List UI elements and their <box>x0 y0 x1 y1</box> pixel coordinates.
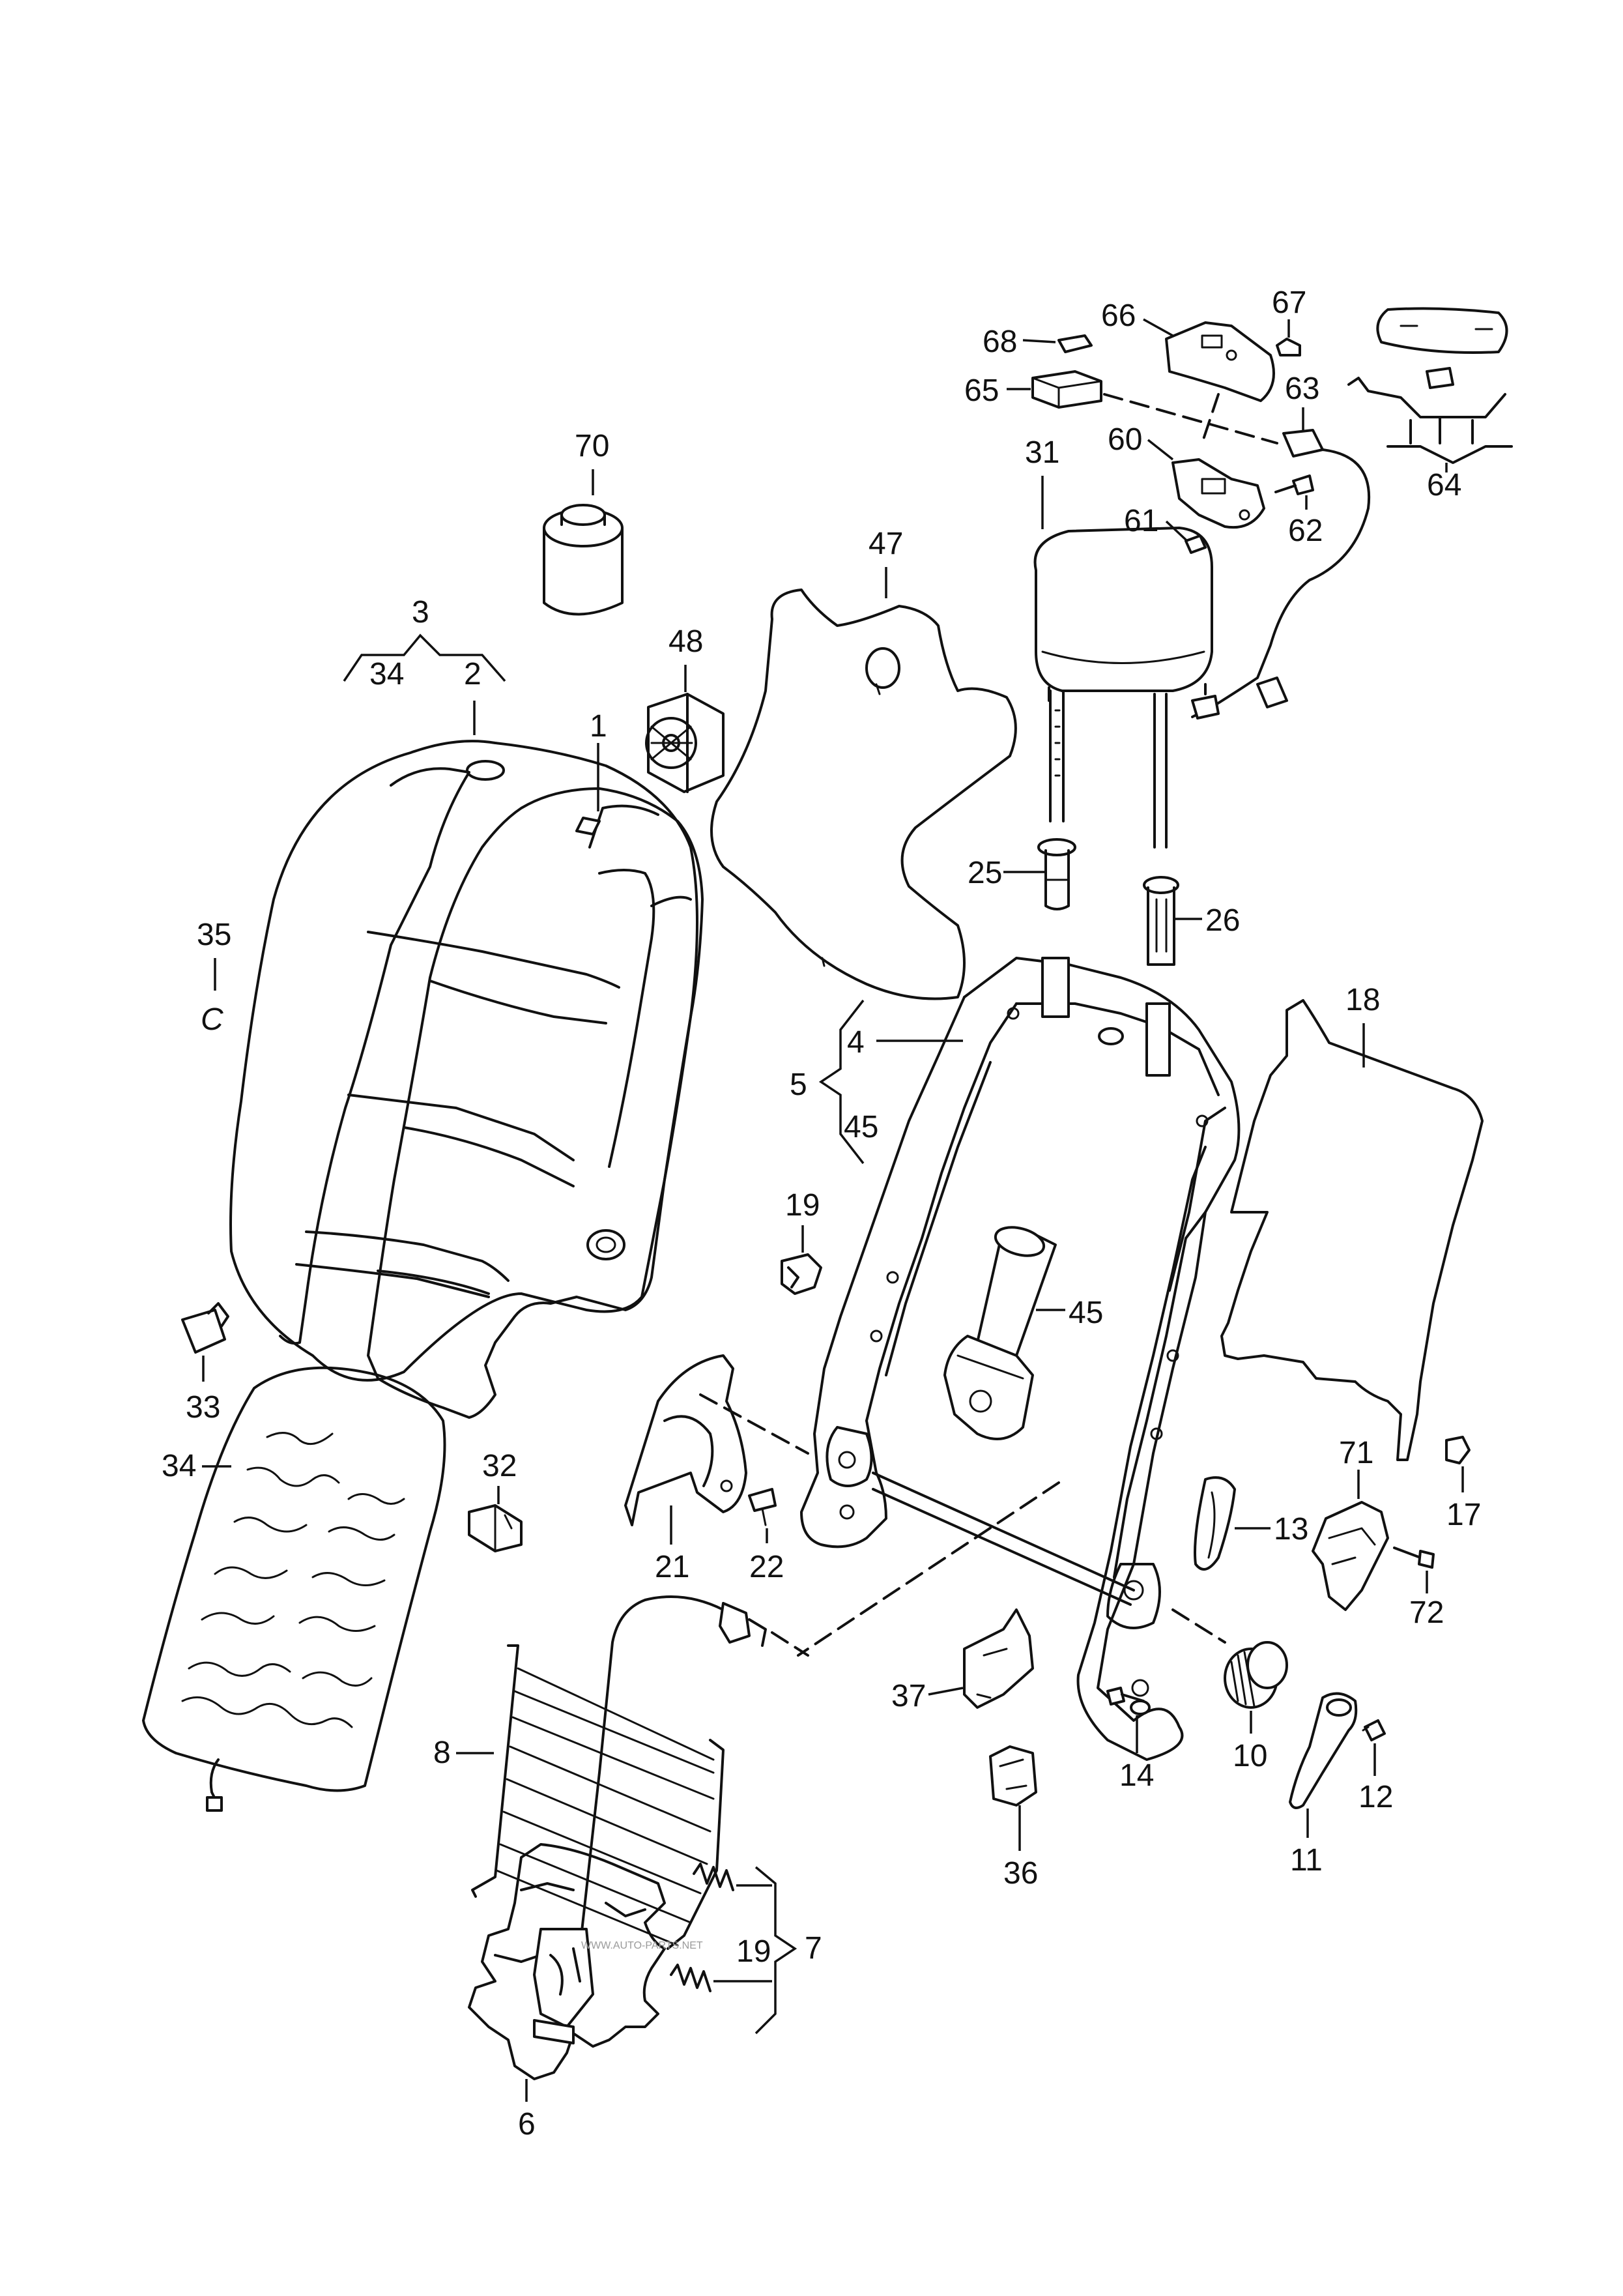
part-11-release-lever <box>1289 1692 1358 1838</box>
part-72-screw <box>1393 1547 1435 1593</box>
callout-18: 18 <box>1345 983 1380 1017</box>
callout-48: 48 <box>668 624 703 659</box>
part-61-screw <box>1165 520 1207 554</box>
part-19-springs <box>670 1863 772 1992</box>
callout-25: 25 <box>968 856 1002 890</box>
part-71-recliner-housing <box>1312 1470 1389 1611</box>
callout-26: 26 <box>1205 903 1240 938</box>
part-1-backrest-padding <box>367 743 704 1419</box>
callout-66: 66 <box>1101 298 1136 333</box>
callout-labels: 1 2 3 34 70 48 47 31 35 25 26 4 5 45 18 … <box>162 285 1481 2142</box>
part-5-group-bracket <box>818 999 963 1165</box>
callout-67: 67 <box>1272 285 1306 320</box>
callout-14: 14 <box>1119 1758 1154 1793</box>
part-62-screw <box>1274 474 1314 510</box>
part-21-side-trim <box>624 1354 747 1545</box>
callout-65: 65 <box>964 373 999 408</box>
part-19-clip-upper <box>781 1225 822 1295</box>
callout-45-motor: 45 <box>1069 1296 1103 1330</box>
callout-32: 32 <box>482 1449 517 1483</box>
part-31-headrest <box>1033 476 1213 849</box>
part-63-sensor-harness <box>1191 407 1371 719</box>
part-7-group-bracket <box>754 1866 797 2035</box>
part-3-group-bracket <box>343 633 506 682</box>
callout-34-top: 34 <box>369 657 404 691</box>
part-8-suspension-mat <box>456 1595 767 1950</box>
callout-22: 22 <box>749 1550 784 1584</box>
callout-3: 3 <box>412 595 429 630</box>
part-68-connector <box>1022 334 1093 353</box>
part-60-sensor-board <box>1147 439 1265 529</box>
part-45-motor <box>943 1226 1065 1440</box>
callout-1: 1 <box>590 709 607 744</box>
part-70-adhesive-container <box>543 469 624 616</box>
callout-47: 47 <box>869 527 903 561</box>
callout-21: 21 <box>655 1550 689 1584</box>
callout-45-group: 45 <box>844 1110 878 1144</box>
callout-6: 6 <box>518 2107 536 2142</box>
part-37-cover <box>928 1608 1034 1709</box>
part-47-foam-pad <box>710 567 1017 1000</box>
part-14-bolt <box>1106 1687 1151 1753</box>
part-26-headrest-guide <box>1143 876 1202 966</box>
callout-19-lower: 19 <box>736 1934 771 1969</box>
callout-64: 64 <box>1427 468 1461 502</box>
watermark-text: WWW.AUTO-PARTS.NET <box>581 1940 703 1951</box>
part-48-ventilation-fan <box>645 665 725 793</box>
part-13-lever-trim <box>1194 1476 1271 1571</box>
callout-70: 70 <box>575 429 609 463</box>
callout-5: 5 <box>790 1068 807 1102</box>
callout-2: 2 <box>464 657 481 691</box>
callout-7: 7 <box>805 1931 822 1966</box>
part-25-headrest-guide <box>1003 838 1076 910</box>
part-33-cap <box>181 1302 229 1382</box>
part-18-backrest-panel <box>1220 999 1484 1461</box>
callout-12: 12 <box>1358 1780 1393 1814</box>
callout-71: 71 <box>1339 1436 1373 1470</box>
callout-34: 34 <box>162 1449 196 1483</box>
callout-36: 36 <box>1003 1856 1038 1891</box>
callout-63: 63 <box>1285 371 1319 406</box>
part-64-cover-assembly <box>1347 307 1513 472</box>
part-66-bracket <box>1143 318 1275 402</box>
callout-4: 4 <box>847 1025 865 1060</box>
callout-37: 37 <box>891 1679 926 1713</box>
callout-31: 31 <box>1025 435 1059 470</box>
part-17-plug <box>1445 1436 1471 1492</box>
callout-60: 60 <box>1108 422 1142 457</box>
cable-guide-line <box>771 1631 809 1657</box>
callout-10: 10 <box>1233 1739 1267 1773</box>
part-32-connector <box>468 1486 523 1552</box>
part-12-cap <box>1362 1719 1386 1776</box>
callout-61: 61 <box>1124 504 1158 538</box>
part-65-control-unit <box>1007 370 1102 409</box>
callout-35: 35 <box>197 918 231 952</box>
part-2-backrest-cover <box>229 740 698 1382</box>
clip-35-symbol: C <box>201 1002 223 1037</box>
callout-62: 62 <box>1288 514 1323 548</box>
callout-68: 68 <box>983 325 1017 359</box>
callout-8: 8 <box>433 1736 451 1770</box>
callout-19-upper: 19 <box>785 1188 820 1223</box>
part-34-heating-mat <box>142 1366 446 1812</box>
callout-33: 33 <box>186 1390 220 1425</box>
callout-17: 17 <box>1446 1498 1481 1532</box>
callout-72: 72 <box>1409 1595 1444 1630</box>
part-67-clip <box>1276 319 1301 356</box>
part-6-lumbar-plate: WWW.AUTO-PARTS.NET <box>468 1843 703 2102</box>
callout-13: 13 <box>1274 1512 1308 1547</box>
callout-11: 11 <box>1290 1843 1323 1878</box>
part-22-screw <box>748 1488 777 1543</box>
part-36-cover <box>989 1745 1037 1851</box>
part-10-handwheel <box>1224 1641 1288 1734</box>
